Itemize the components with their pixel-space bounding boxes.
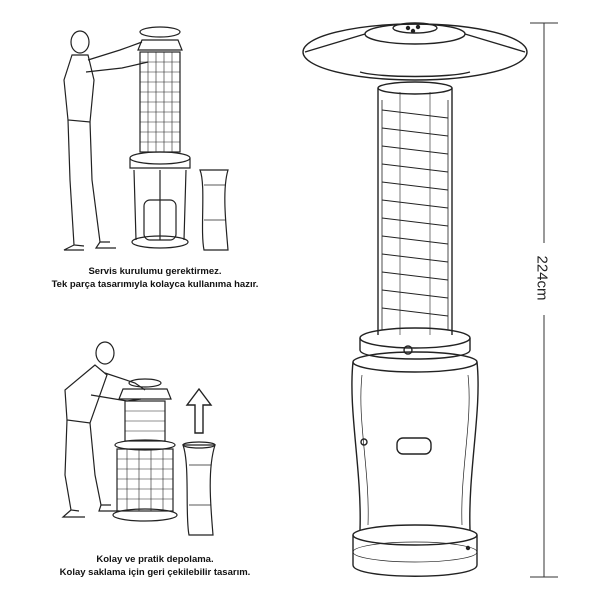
patio-heater-drawing [302,22,528,577]
assembly-illustration [63,26,229,251]
heater-collar [359,327,471,360]
up-arrow-icon [185,387,213,434]
storage-illustration [61,341,216,536]
heater-reflector [302,22,528,81]
heater-body [351,351,479,531]
caption-easy-storage: Kolay ve pratik depolama. Kolay saklama … [40,553,270,579]
caption-no-service-setup: Servis kurulumu gerektirmez. Tek parça t… [40,265,270,291]
caption-bottom-line2: Kolay saklama için geri çekilebilir tasa… [59,567,251,578]
height-dimension-line [530,22,558,578]
man-figure [63,30,149,251]
height-label: 224cm [533,255,551,301]
caption-bottom-line1: Kolay ve pratik depolama. [96,554,214,565]
heater-base [352,524,478,577]
heater-assembly [129,26,229,251]
heater-flame-tube [377,81,453,335]
man-figure [61,341,146,518]
caption-top-line1: Servis kurulumu gerektirmez. [88,266,222,277]
heater-assembly [112,378,216,536]
caption-top-line2: Tek parça tasarımıyla kolayca kullanıma … [51,279,259,290]
